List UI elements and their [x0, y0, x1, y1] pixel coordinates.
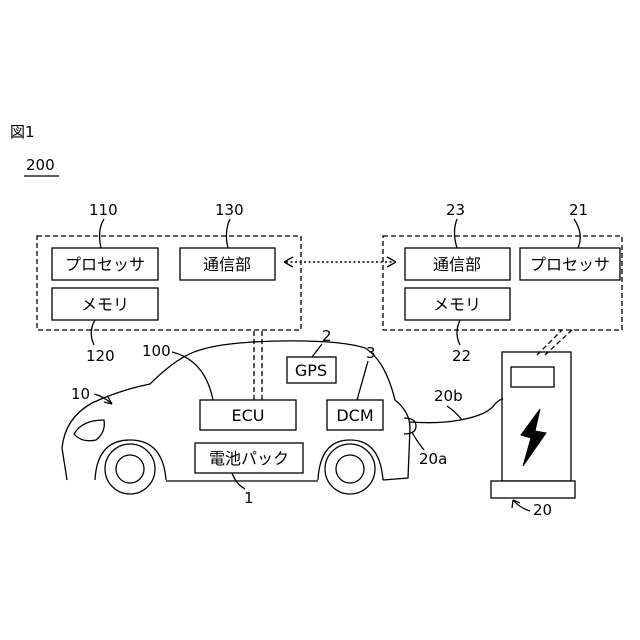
ref-2: 2 — [322, 327, 332, 345]
vehicle-memory-label: メモリ — [81, 295, 129, 314]
leader-20a — [412, 432, 424, 450]
system-ref: 200 — [26, 156, 55, 174]
ref-21: 21 — [569, 201, 588, 219]
station-display — [511, 367, 554, 387]
ecu-label: ECU — [232, 406, 265, 425]
ref-20a: 20a — [419, 450, 447, 468]
ref-1: 1 — [244, 489, 254, 507]
dcm-label: DCM — [336, 406, 373, 425]
leader-20b — [447, 406, 462, 420]
ref-22: 22 — [452, 347, 471, 365]
vehicle-communication-label: 通信部 — [203, 255, 251, 274]
vehicle-processor-label: プロセッサ — [65, 255, 145, 274]
gps-label: GPS — [295, 361, 327, 380]
ref-20: 20 — [533, 501, 552, 519]
figure-title: 図1 — [10, 123, 35, 141]
station-base — [491, 481, 575, 498]
ref-110: 110 — [89, 201, 118, 219]
rear-wheel — [325, 444, 375, 494]
ref-100: 100 — [142, 342, 171, 360]
ref-130: 130 — [215, 201, 244, 219]
leader-120 — [91, 320, 95, 345]
leader-22 — [457, 320, 460, 345]
ref-10: 10 — [71, 385, 90, 403]
leader-3 — [357, 361, 368, 400]
headlight — [74, 420, 104, 441]
battery-label: 電池パック — [209, 449, 289, 468]
leader-21 — [574, 219, 580, 248]
leader-20-arrow — [512, 500, 520, 508]
station-memory-label: メモリ — [433, 295, 481, 314]
rear-hub — [336, 455, 364, 483]
leader-23 — [455, 219, 458, 248]
leader-100 — [172, 352, 213, 400]
front-hub — [116, 455, 144, 483]
front-wheel — [105, 444, 155, 494]
leader-2 — [312, 344, 322, 357]
station-communication-label: 通信部 — [433, 255, 481, 274]
ref-20b: 20b — [434, 387, 463, 405]
ref-23: 23 — [446, 201, 465, 219]
ref-3: 3 — [366, 344, 376, 362]
ref-120: 120 — [86, 347, 115, 365]
station-processor-label: プロセッサ — [530, 255, 610, 274]
leader-110 — [100, 219, 104, 248]
leader-130 — [226, 219, 230, 248]
